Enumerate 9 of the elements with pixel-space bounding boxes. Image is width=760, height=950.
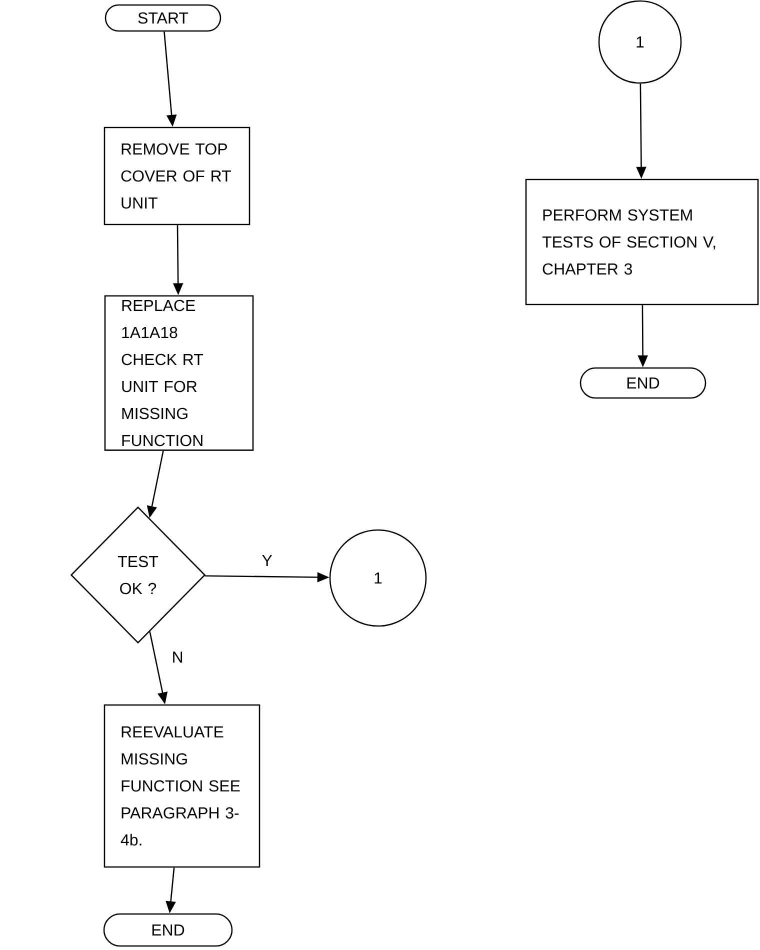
terminal-box: START xyxy=(104,4,222,32)
terminal-box: END xyxy=(103,913,233,947)
process-box: REMOVE TOP COVER OF RT UNIT xyxy=(104,126,250,226)
terminal-box: END xyxy=(580,367,706,399)
edge-label: N xyxy=(170,650,186,665)
process-box: REEVALUATE MISSING FUNCTION SEE PARAGRAPH 3-4b. xyxy=(104,704,260,868)
process-box: REPLACE 1A1A18 CHECK RT UNIT FOR MISSING FUNCTION xyxy=(104,295,254,451)
process-box: PERFORM SYSTEM TESTS OF SECTION V, CHAPTER 3 xyxy=(525,178,759,306)
edge-label: Y xyxy=(260,552,274,568)
